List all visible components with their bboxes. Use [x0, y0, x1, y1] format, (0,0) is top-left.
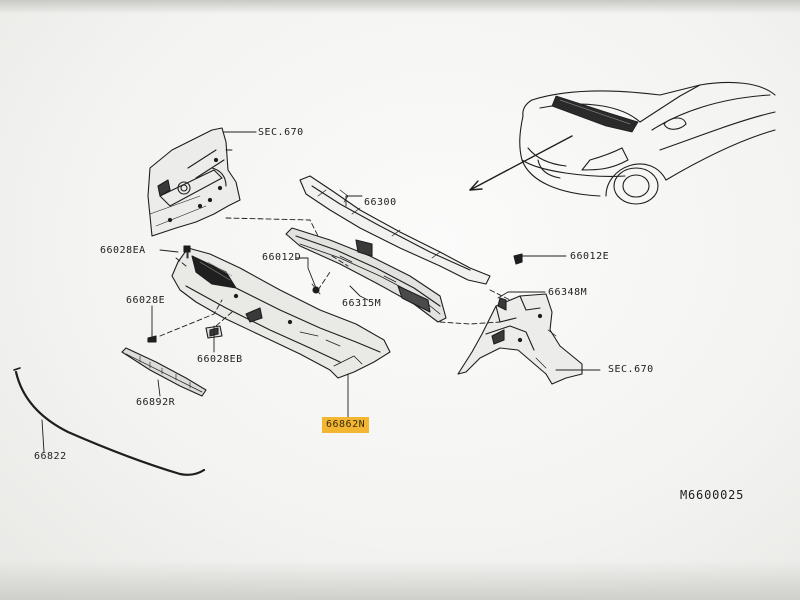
vehicle-location-sketch [469, 81, 776, 205]
callout-66028e: 66028E [126, 295, 166, 306]
callout-66012d: 66012D [262, 252, 302, 263]
callout-leader-lines [41, 131, 601, 453]
part-66315m-cowl-frame [285, 227, 447, 323]
monitor-bezel-top [0, 0, 800, 14]
callout-66862n-highlighted[interactable]: 66862N [322, 417, 370, 433]
screw-66012e [513, 253, 523, 265]
callout-66300: 66300 [364, 197, 397, 208]
callout-66012e: 66012E [570, 251, 610, 262]
part-66300-seal-strip [299, 175, 491, 285]
screw-66012d [311, 283, 321, 295]
callout-66315m: 66315M [342, 298, 382, 309]
callout-sec670-right: SEC.670 [608, 364, 654, 375]
figure-code: M6600025 [680, 488, 745, 502]
assembly-guide-lines [159, 217, 511, 337]
part-66822-molding [13, 367, 206, 476]
left-cowl-side-panel [147, 127, 257, 237]
part-66862n-cowl-cover [171, 247, 391, 379]
callout-66028eb: 66028EB [197, 354, 243, 365]
monitor-bezel-bottom [0, 560, 800, 600]
callout-66892r: 66892R [136, 397, 176, 408]
part-66892r-seal [121, 347, 207, 397]
callout-66822: 66822 [34, 451, 67, 462]
callout-66028ea: 66028EA [100, 245, 146, 256]
callout-sec670-top: SEC.670 [258, 127, 304, 138]
callout-66348m: 66348M [548, 287, 588, 298]
right-cowl-side-panel [457, 293, 583, 385]
